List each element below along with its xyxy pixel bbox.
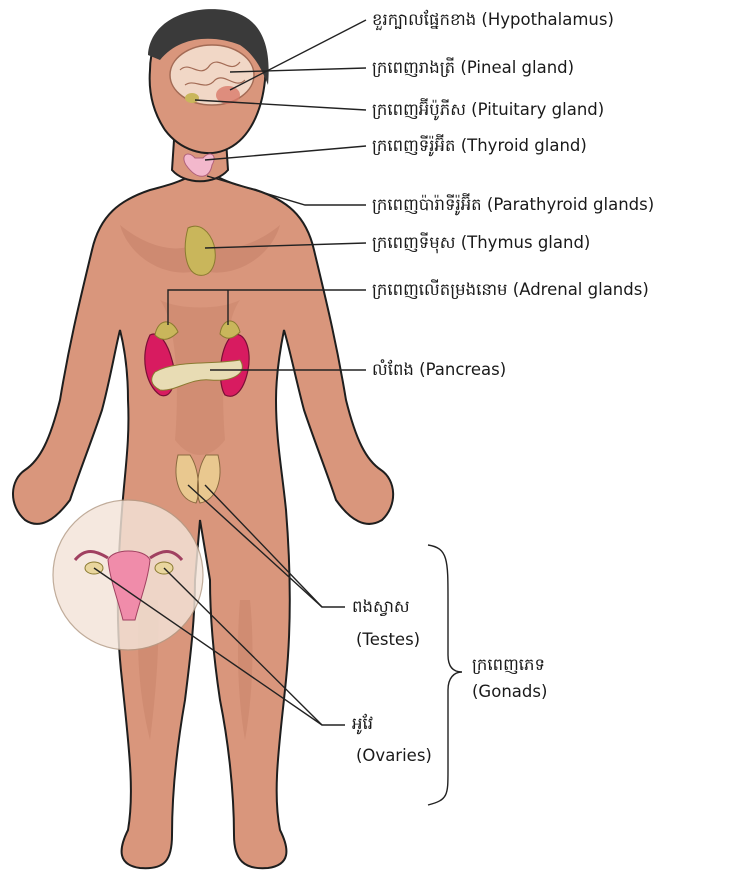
- label-thyroid-gland: ក្រពេញទីរ៉ូអ៊ីត (Thyroid gland): [372, 136, 587, 156]
- label-pineal-gland: ក្រពេញរាងត្រី (Pineal gland): [372, 58, 574, 78]
- pituitary-shape: [185, 93, 199, 103]
- label-ovaries-english: (Ovaries): [356, 746, 432, 766]
- label-testes-english: (Testes): [356, 630, 420, 650]
- label-pancreas: លំពែង (Pancreas): [372, 360, 506, 380]
- label-adrenal-glands: ក្រពេញលើតម្រងនោម (Adrenal glands): [372, 280, 649, 300]
- label-ovaries-khmer: អូវែ: [352, 714, 373, 734]
- label-pituitary-gland: ក្រពេញអ៊ីប៉ូភីស (Pituitary gland): [372, 100, 604, 120]
- label-hypothalamus: ខួរក្បាលផ្នែកខាង (Hypothalamus): [372, 10, 614, 30]
- label-gonads-khmer: ក្រពេញភេទ: [472, 655, 545, 675]
- label-parathyroid-glands: ក្រពេញប៉ារ៉ាទីរ៉ូអ៊ីត (Parathyroid gland…: [372, 195, 654, 215]
- label-thymus-gland: ក្រពេញទីមុស (Thymus gland): [372, 233, 590, 253]
- label-testes-khmer: ពងស្វាស: [352, 597, 410, 617]
- brain: [170, 45, 254, 105]
- label-gonads-english: (Gonads): [472, 682, 547, 702]
- human-body-figure: [13, 9, 393, 868]
- gonads-brace: [428, 545, 462, 805]
